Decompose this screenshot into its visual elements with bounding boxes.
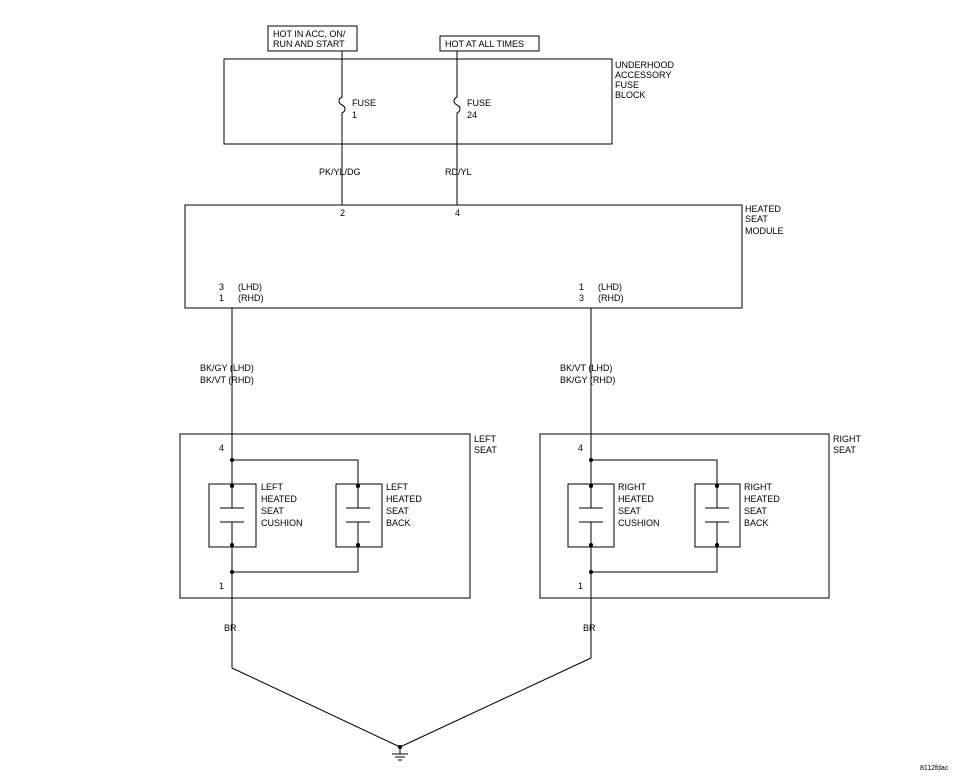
ground-symbol-icon bbox=[392, 745, 408, 761]
left-ground-wire-color: BR bbox=[224, 623, 237, 633]
right-back-label-1: RIGHT bbox=[744, 482, 773, 492]
left-back-heater-element bbox=[335, 483, 383, 548]
right-cushion-label-2: HEATED bbox=[618, 494, 654, 504]
left-output-side-lhd: (LHD) bbox=[238, 282, 262, 292]
wire-color-rd-yl: RD/YL bbox=[445, 167, 472, 177]
right-seat-label-2: SEAT bbox=[833, 445, 856, 455]
right-cushion-label-1: RIGHT bbox=[618, 482, 647, 492]
fuse-block-label-4: BLOCK bbox=[615, 90, 646, 100]
right-seat-label-1: RIGHT bbox=[833, 434, 862, 444]
left-output-side-rhd: (RHD) bbox=[238, 293, 264, 303]
left-output-pin-lhd: 3 bbox=[219, 282, 224, 292]
fuse1-label-name: FUSE bbox=[352, 98, 376, 108]
power-acc-label-box bbox=[267, 25, 358, 52]
power-always-label-box bbox=[439, 35, 540, 52]
left-cushion-heater-element bbox=[208, 483, 257, 548]
left-seat-pin-top: 4 bbox=[219, 443, 224, 453]
right-back-label-2: HEATED bbox=[744, 494, 780, 504]
right-seat-pin-bottom: 1 bbox=[578, 581, 583, 591]
left-seat-top-bus bbox=[232, 459, 359, 484]
left-seat-pin-bottom: 1 bbox=[219, 581, 224, 591]
left-cushion-label-4: CUSHION bbox=[261, 518, 303, 528]
right-output-pin-lhd: 1 bbox=[579, 282, 584, 292]
module-label-1: HEATED bbox=[745, 204, 781, 214]
fuse-block-label-2: ACCESSORY bbox=[615, 70, 671, 80]
right-cushion-heater-element bbox=[567, 483, 615, 548]
left-cushion-label-2: HEATED bbox=[261, 494, 297, 504]
left-back-label-4: BACK bbox=[386, 518, 411, 528]
left-seat-label-2: SEAT bbox=[474, 445, 497, 455]
fuse-block-box bbox=[223, 58, 613, 145]
module-pin-4: 4 bbox=[455, 208, 460, 218]
right-back-label-4: BACK bbox=[744, 518, 769, 528]
fuse24-label-name: FUSE bbox=[467, 98, 491, 108]
left-seat-box bbox=[179, 433, 471, 599]
fuse24-label-number: 24 bbox=[467, 110, 477, 120]
figure-id: 8112fdac bbox=[920, 765, 949, 772]
right-wire-color-lhd: BK/VT (LHD) bbox=[560, 363, 612, 373]
fuse1-wire bbox=[338, 51, 346, 205]
left-cushion-label-3: SEAT bbox=[261, 506, 284, 516]
right-ground-wire-color: BR bbox=[583, 623, 596, 633]
left-top-junction bbox=[230, 458, 234, 462]
right-top-junction bbox=[589, 458, 593, 462]
power-acc-label-line1: HOT IN ACC, ON/ bbox=[273, 29, 346, 39]
module-label-2: SEAT bbox=[745, 214, 768, 224]
left-ground-wire bbox=[231, 598, 401, 748]
left-wire-color-lhd: BK/GY (LHD) bbox=[200, 363, 254, 373]
right-seat-box bbox=[539, 433, 830, 599]
fuse-block-label-3: FUSE bbox=[615, 80, 639, 90]
heated-seat-module-box bbox=[184, 204, 743, 309]
left-back-label-3: SEAT bbox=[386, 506, 409, 516]
module-label-3: MODULE bbox=[745, 226, 784, 236]
right-seat-bottom-bus bbox=[590, 547, 718, 573]
fuse24-wire bbox=[453, 51, 461, 205]
module-pin-2: 2 bbox=[340, 208, 345, 218]
power-always-label: HOT AT ALL TIMES bbox=[445, 39, 524, 49]
left-wire-color-rhd: BK/VT (RHD) bbox=[200, 375, 254, 385]
right-bottom-junction bbox=[589, 570, 593, 574]
fuse1-label-number: 1 bbox=[352, 110, 357, 120]
right-cushion-label-3: SEAT bbox=[618, 506, 641, 516]
right-output-pin-rhd: 3 bbox=[579, 293, 584, 303]
right-output-side-rhd: (RHD) bbox=[598, 293, 624, 303]
right-wire-color-rhd: BK/GY (RHD) bbox=[560, 375, 615, 385]
left-back-label-2: HEATED bbox=[386, 494, 422, 504]
power-acc-label-line2: RUN AND START bbox=[273, 39, 345, 49]
right-back-label-3: SEAT bbox=[744, 506, 767, 516]
right-cushion-label-4: CUSHION bbox=[618, 518, 660, 528]
left-seat-label-1: LEFT bbox=[474, 434, 497, 444]
left-bottom-junction bbox=[230, 570, 234, 574]
left-output-pin-rhd: 1 bbox=[219, 293, 224, 303]
left-back-label-1: LEFT bbox=[386, 482, 409, 492]
left-seat-bottom-bus bbox=[231, 547, 359, 573]
fuse-block-label-1: UNDERHOOD bbox=[615, 60, 675, 70]
right-ground-wire bbox=[399, 598, 592, 748]
right-back-heater-element bbox=[694, 483, 741, 548]
left-cushion-label-1: LEFT bbox=[261, 482, 284, 492]
right-output-side-lhd: (LHD) bbox=[598, 282, 622, 292]
wire-color-pk-yl-dg: PK/YL/DG bbox=[319, 167, 361, 177]
right-seat-top-bus bbox=[591, 459, 718, 484]
right-seat-pin-top: 4 bbox=[578, 443, 583, 453]
